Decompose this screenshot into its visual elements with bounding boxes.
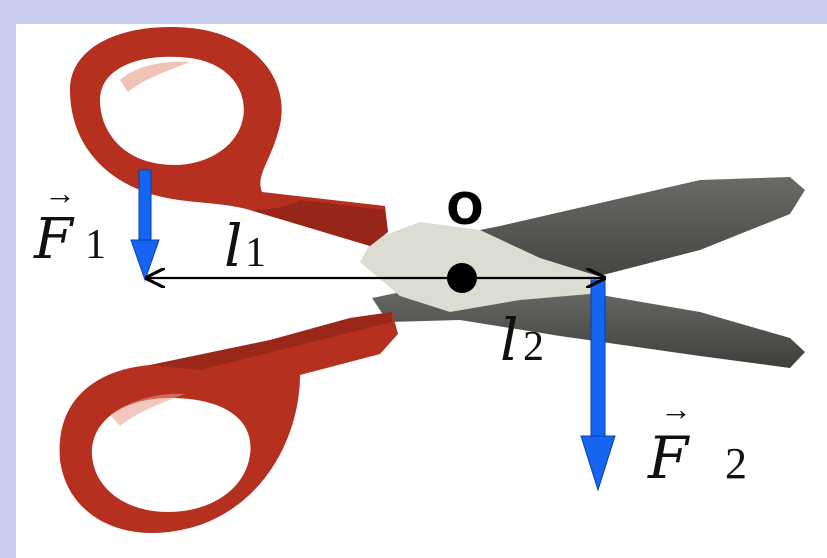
arm2-subscript: 2 [523,324,544,370]
blade-metal-light [360,222,598,312]
force1-symbol: F [33,207,75,272]
force1-subscript: 1 [85,222,106,268]
lower-handle-ring [59,312,399,534]
force2-arrow-down-icon [580,279,616,492]
arm2-symbol: l [500,306,519,374]
arm1-subscript: 1 [245,230,266,276]
pivot-point-icon [447,263,477,293]
upper-handle-shadow [250,200,388,246]
upper-handle-highlight [120,61,190,92]
force1-arrow-down-icon [130,169,160,282]
force2-symbol: F [647,424,690,492]
lower-handle-shadow [150,312,392,370]
pivot-label: O [446,184,483,235]
arm1-symbol: l [224,212,243,280]
scissors-icon [59,27,805,534]
force1-vector-mark: → [44,175,76,211]
force2-subscript: 2 [725,439,747,488]
lower-handle-highlight [110,393,185,426]
force2-vector-mark: → [660,391,692,427]
